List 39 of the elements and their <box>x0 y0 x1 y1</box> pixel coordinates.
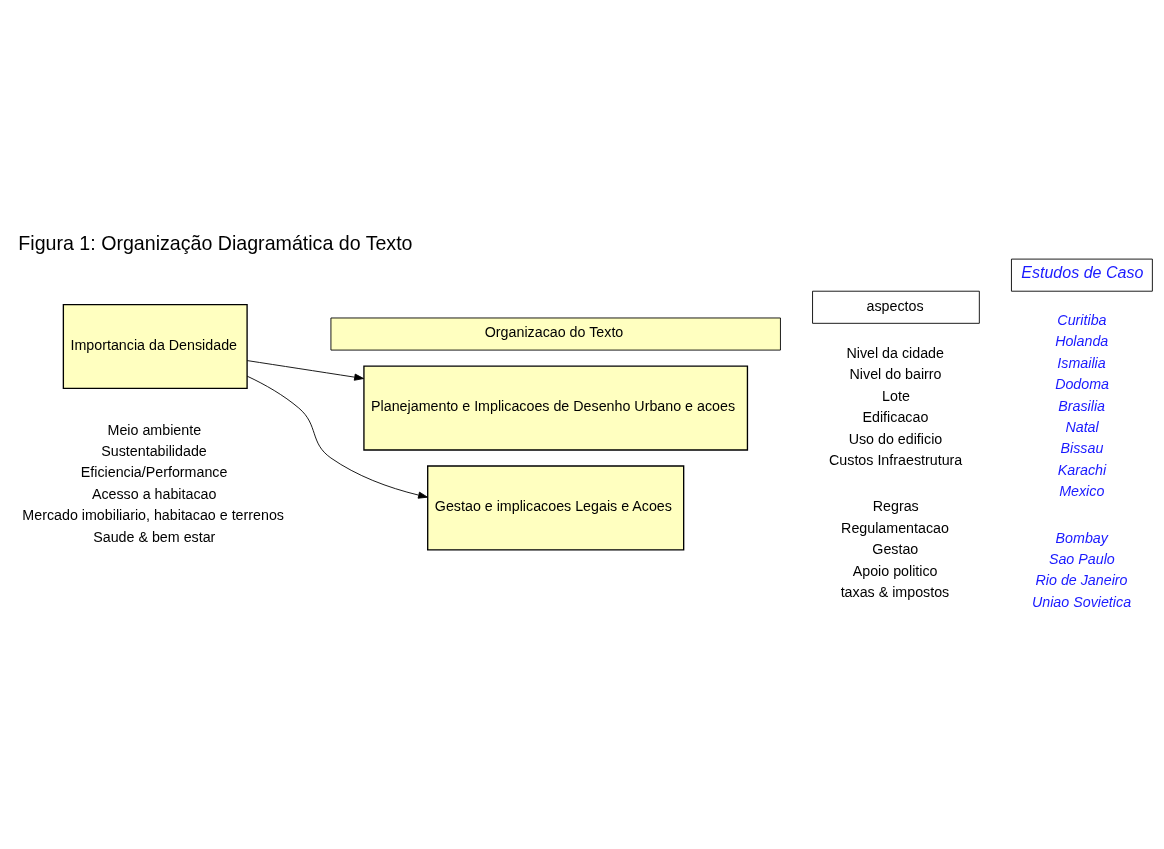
label: Regras <box>872 497 919 514</box>
label: Meio ambiente <box>107 421 202 438</box>
label: Uso do edificio <box>848 430 943 447</box>
node-box: Estudos de Caso <box>1011 258 1153 292</box>
label: Curitiba <box>1057 311 1107 328</box>
label: Ismailia <box>1057 354 1106 371</box>
label: Edificacao <box>862 408 929 425</box>
label: Bissau <box>1060 439 1104 456</box>
label: taxas & impostos <box>840 583 950 600</box>
label: Karachi <box>1057 461 1107 478</box>
node-box: Planejamento e Implicacoes de Desenho Urbano e acoes <box>363 364 749 451</box>
label: Saude & bem estar <box>93 528 216 545</box>
node-box: Organizacao do Texto <box>330 317 781 351</box>
label: Gestao <box>872 540 919 557</box>
label: Acesso a habitacao <box>91 485 217 502</box>
label: Rio de Janeiro <box>1035 571 1128 588</box>
label: Mercado imobiliario, habitacao e terrenos <box>22 506 285 523</box>
label: Natal <box>1065 418 1099 435</box>
label: Eficiencia/Performance <box>80 463 228 480</box>
label: Brasilia <box>1058 397 1106 414</box>
diagram-title: Figura 1: Organização Diagramática do Texto <box>18 231 413 254</box>
label: Dodoma <box>1055 375 1110 392</box>
label: Holanda <box>1055 332 1109 349</box>
node-box: Gestao e implicacoes Legais e Acoes <box>427 464 685 551</box>
label: Custos Infraestrutura <box>829 451 963 468</box>
label: Apoio politico <box>852 562 938 579</box>
label: Bombay <box>1055 529 1108 546</box>
label: Sustentabilidade <box>101 442 207 459</box>
label: Regulamentacao <box>841 519 949 536</box>
label: Uniao Sovietica <box>1031 593 1132 610</box>
label: Nivel da cidade <box>846 344 944 361</box>
node-box: Importancia da Densidade <box>62 303 248 389</box>
arrow <box>246 359 364 381</box>
node-box: aspectos <box>812 290 980 324</box>
label: Mexico <box>1059 482 1105 499</box>
arrow <box>246 375 428 499</box>
label: Nivel do bairro <box>849 365 942 382</box>
label: Lote <box>882 387 910 404</box>
label: Sao Paulo <box>1048 550 1115 567</box>
